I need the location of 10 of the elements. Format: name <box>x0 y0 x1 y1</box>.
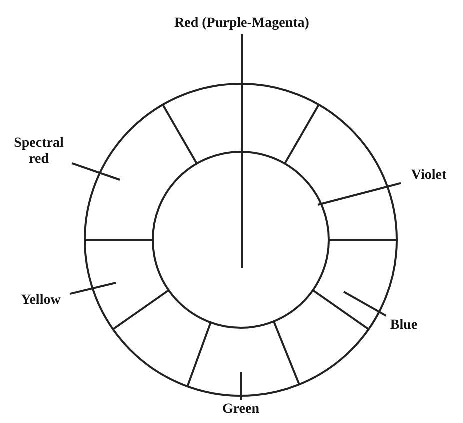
color-label: Spectral red <box>13 136 65 168</box>
color-label: Violet <box>410 168 448 184</box>
color-label: Red (Purple-Magenta) <box>174 16 310 32</box>
color-label: Blue <box>389 318 419 334</box>
leader-line <box>241 34 243 268</box>
leader-line <box>70 282 116 296</box>
color-label: Green <box>221 402 261 418</box>
color-label: Yellow <box>20 293 62 309</box>
leader-line <box>72 162 120 181</box>
leader-line <box>240 372 242 400</box>
